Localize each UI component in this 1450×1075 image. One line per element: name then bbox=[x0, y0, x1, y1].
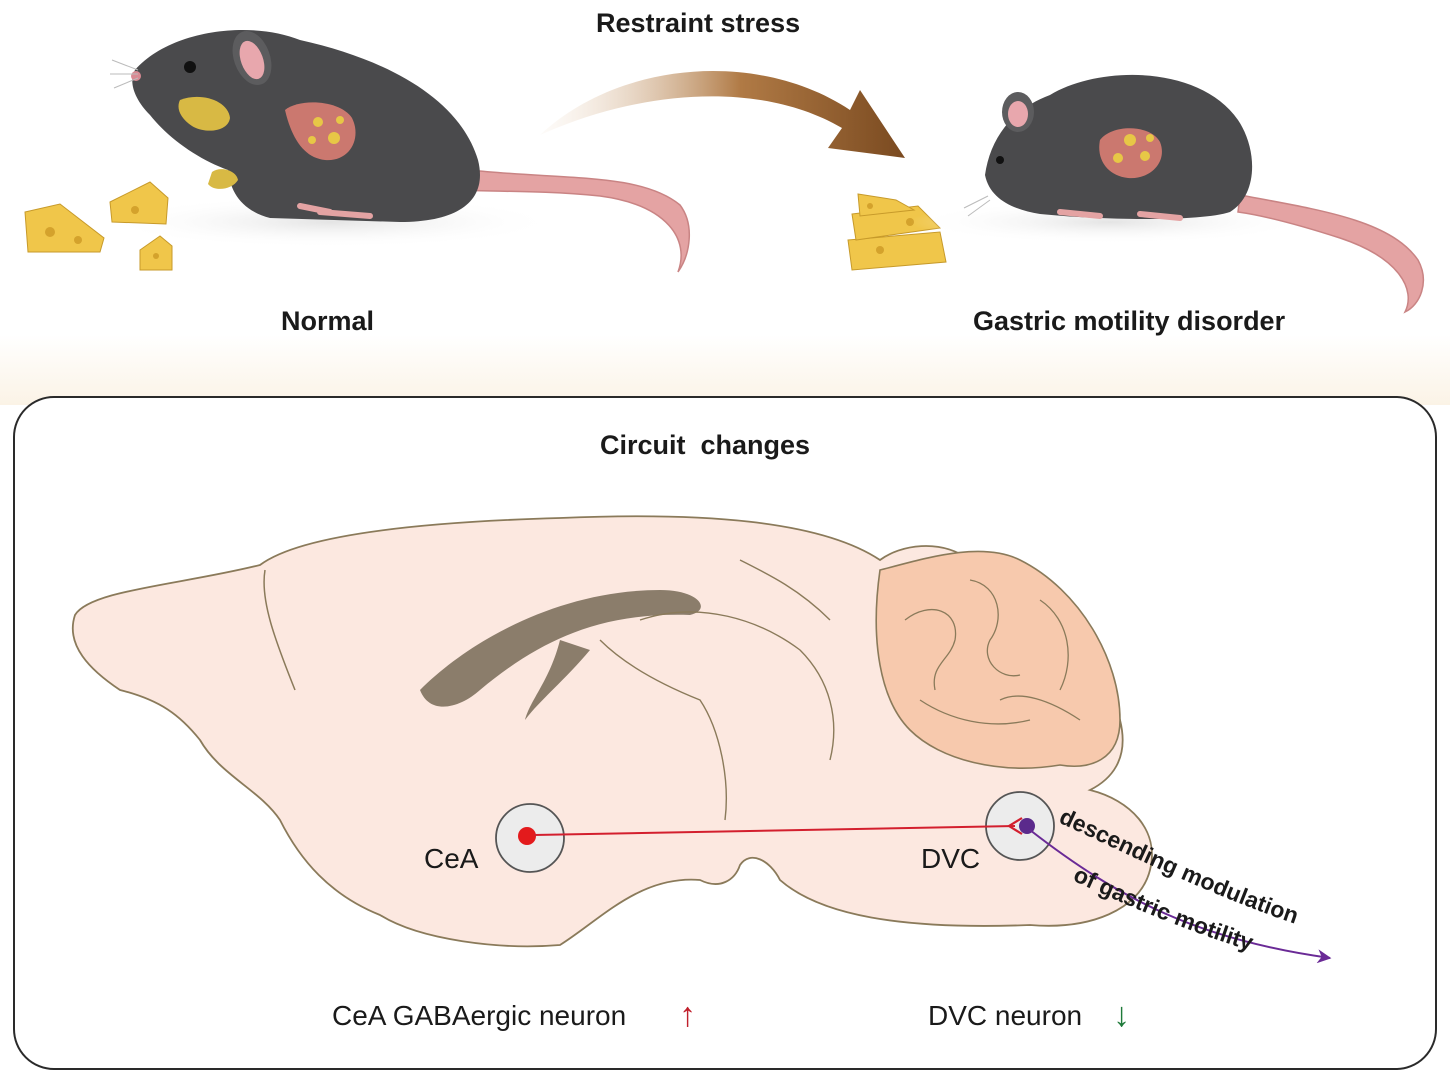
paws bbox=[297, 203, 373, 219]
down-arrow-icon: ↓ bbox=[1113, 996, 1130, 1034]
cea-dot bbox=[518, 827, 536, 845]
ear-inner bbox=[239, 40, 265, 80]
up-arrow-icon: ↑ bbox=[679, 996, 696, 1034]
disorder-mouse bbox=[910, 74, 1425, 314]
stress-arrow bbox=[540, 71, 905, 158]
cerebellum bbox=[875, 550, 1121, 769]
cea-dvc-projection bbox=[533, 825, 1016, 836]
dvc-label: DVC bbox=[921, 843, 981, 874]
eye bbox=[996, 156, 1004, 164]
cheese-in-mouth bbox=[178, 96, 230, 131]
section-divider bbox=[0, 335, 1450, 405]
cheese-pile-right bbox=[847, 193, 947, 271]
normal-mouse bbox=[100, 30, 691, 273]
disorder-label: Gastric motility disorder bbox=[973, 306, 1286, 336]
held-cheese bbox=[208, 169, 238, 189]
normal-label: Normal bbox=[281, 306, 375, 336]
panel-title: Circuit changes bbox=[600, 430, 811, 460]
tail bbox=[1237, 194, 1425, 314]
nose bbox=[131, 71, 141, 81]
inhibitory-terminal bbox=[1006, 817, 1023, 835]
legend-dvc-neuron: DVC neuron bbox=[928, 1000, 1083, 1031]
brain-sagittal bbox=[71, 515, 1153, 948]
whiskers bbox=[963, 195, 991, 217]
eye bbox=[184, 61, 196, 73]
whiskers bbox=[110, 59, 139, 89]
legend-cea-neuron: CeA GABAergic neuron bbox=[332, 1000, 627, 1031]
descending-pathway-arrow bbox=[1029, 829, 1332, 964]
stomach bbox=[1099, 128, 1162, 179]
cea-label: CeA bbox=[424, 843, 479, 874]
cheese-pile-left bbox=[24, 181, 173, 271]
stress-label: Restraint stress bbox=[596, 8, 801, 38]
ear-inner bbox=[1008, 101, 1028, 127]
paws bbox=[1057, 209, 1183, 221]
tail bbox=[460, 169, 691, 273]
lateral-ventricle bbox=[420, 590, 701, 707]
